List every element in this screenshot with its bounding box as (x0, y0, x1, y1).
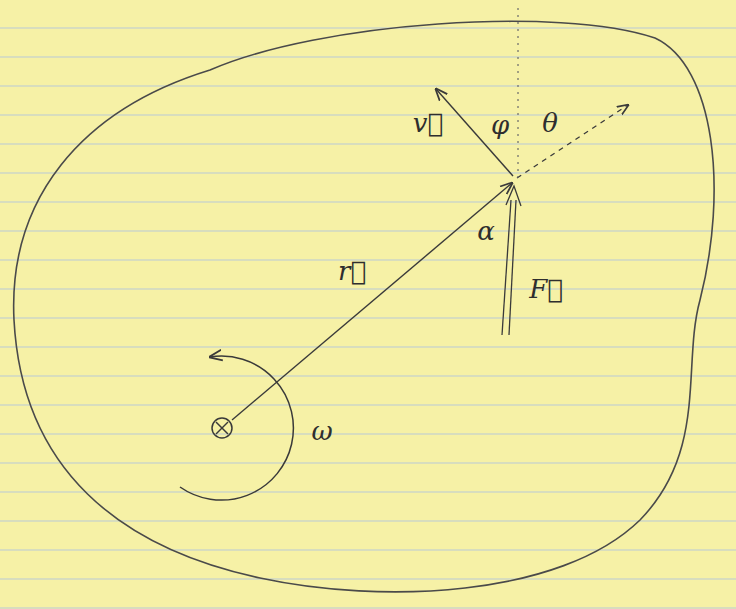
position-vector (232, 183, 512, 420)
velocity-vector (436, 89, 513, 176)
symbol-label: ω (311, 416, 332, 447)
symbol-label-holder: ω (311, 416, 332, 447)
symbol-label-holder: r⃗ (338, 256, 366, 287)
rigid-body-outline (14, 21, 714, 592)
symbol-label: v⃗ (413, 108, 443, 139)
symbol-label: φ (491, 110, 509, 141)
symbol-label: α (477, 216, 495, 247)
symbol-label-holder: θ (542, 108, 558, 139)
force-vector (502, 186, 521, 335)
pivot-symbol (212, 418, 232, 438)
symbol-label: F⃗ (529, 274, 563, 305)
symbol-label: θ (542, 108, 558, 139)
symbol-label-holder: v⃗ (413, 108, 443, 139)
extension-line (517, 105, 628, 178)
symbol-label-holder: α (477, 216, 495, 247)
rotation-arrow (180, 356, 293, 500)
symbol-label: r⃗ (338, 256, 366, 287)
reference-line (517, 8, 518, 178)
symbol-label-holder: F⃗ (529, 274, 563, 305)
ruled-lines (0, 28, 736, 608)
symbol-label-holder: φ (491, 110, 509, 141)
